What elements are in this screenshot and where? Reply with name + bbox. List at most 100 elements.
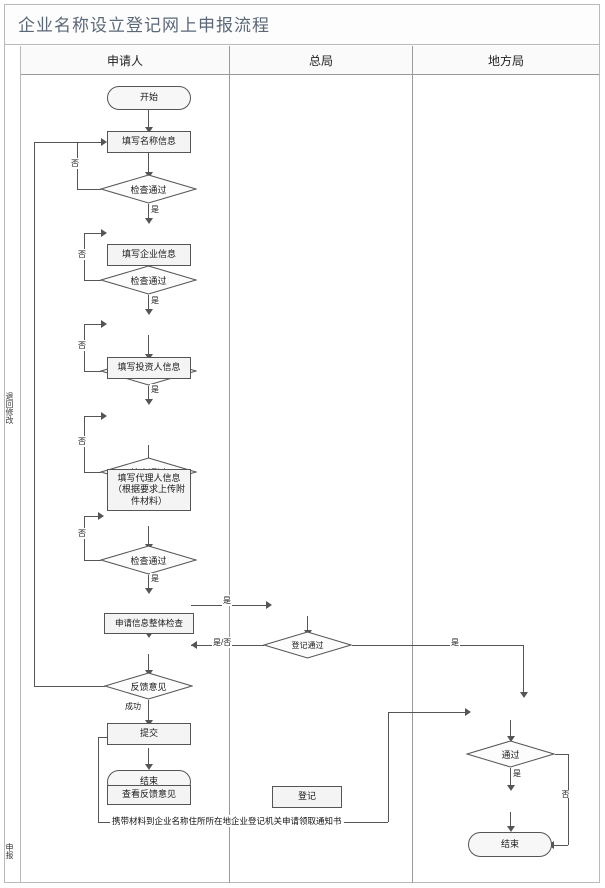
edge-check4-no-back xyxy=(84,416,102,417)
edge-pass-no-v xyxy=(568,754,569,845)
edge-check5-no-back xyxy=(84,516,99,517)
declaration-label: 申报 xyxy=(5,843,14,859)
edge-check1-no-back xyxy=(77,142,102,143)
edge-print-distribute-to-end xyxy=(510,812,511,829)
arrow-right xyxy=(101,320,107,328)
arrow-down xyxy=(507,736,515,742)
node-pass-label: 通过 xyxy=(501,749,520,760)
arrow-right xyxy=(101,412,107,420)
edge-check3-no-h xyxy=(84,371,101,372)
node-fill-enterprise-info[interactable]: 填写企业信息 xyxy=(107,244,191,266)
arrow-left xyxy=(191,641,197,649)
arrow-right xyxy=(98,512,104,520)
arrow-down xyxy=(145,588,153,594)
gutter-column xyxy=(5,46,21,883)
edge-registration-yes-h xyxy=(352,645,524,646)
edge-label-no: 否 xyxy=(77,340,87,351)
node-fill-investor-info[interactable]: 填写投资人信息 xyxy=(107,357,191,379)
node-feedback-opinion-label: 反馈意见 xyxy=(130,681,167,692)
edge-feedback-return-h xyxy=(34,686,105,687)
edge-label-yes-or-no: 是/否 xyxy=(212,637,233,648)
edge-carry-materials-tap xyxy=(98,737,108,738)
edge-check1-no-h xyxy=(77,189,101,190)
arrow-down xyxy=(145,218,153,224)
arrow-right xyxy=(465,708,471,716)
arrow-down xyxy=(145,127,153,133)
edge-feedback-success xyxy=(148,700,149,724)
edge-label-yes: 是 xyxy=(150,204,160,215)
edge-check5-no-h xyxy=(84,560,101,561)
node-check-pass-5[interactable]: 检查通过 xyxy=(100,545,197,575)
lane-header-local-bureau: 地方局 xyxy=(413,46,599,75)
title-bar xyxy=(5,5,599,45)
edge-check5-yes xyxy=(148,575,149,592)
edge-fill-investor-to-check3 xyxy=(148,335,149,357)
arrow-right xyxy=(266,601,272,609)
lane-body-applicant xyxy=(21,75,230,883)
edge-label-no: 否 xyxy=(77,528,87,539)
edge-overall-to-check5 xyxy=(148,526,149,547)
node-check-pass-5-label: 检查通过 xyxy=(130,555,167,566)
arrow-down xyxy=(507,826,515,832)
edge-check2-yes xyxy=(148,295,149,313)
page-title: 企业名称设立登记网上申报流程 xyxy=(18,16,270,35)
node-check-pass-1-label: 检查通过 xyxy=(130,184,167,195)
edge-view-feedback-down xyxy=(148,654,149,673)
edge-check1-yes xyxy=(148,204,149,222)
edge-check3-yes xyxy=(148,386,149,403)
edge-label-no: 否 xyxy=(70,158,80,169)
edge-label-yes: 是 xyxy=(512,768,522,779)
edge-label-yes: 是 xyxy=(222,595,232,606)
edge-registration-yes-v xyxy=(523,645,524,695)
node-registration-pass-label: 登记通过 xyxy=(291,640,324,650)
arrow-down xyxy=(145,764,153,770)
edge-pass-yes xyxy=(510,768,511,788)
node-pass[interactable]: 通过 xyxy=(466,740,555,768)
arrow-down xyxy=(145,632,153,638)
edge-check-materials-down xyxy=(510,720,511,739)
arrow-down xyxy=(507,785,515,791)
edge-label-carry-materials: 携带材料到企业名称住所所在地企业登记机关申请领取通知书 xyxy=(110,815,344,827)
edge-label-yes: 是 xyxy=(450,637,460,648)
edge-registration-down xyxy=(307,616,308,632)
edge-label-yes: 是 xyxy=(150,573,160,584)
arrow-down xyxy=(520,692,528,698)
lane-body-head-office xyxy=(230,75,413,883)
edge-fill-name-to-check1 xyxy=(148,153,149,175)
edge-print-to-end xyxy=(148,748,149,767)
node-fill-name-info[interactable]: 填写名称信息 xyxy=(107,131,191,153)
edge-check2-no-h xyxy=(84,280,101,281)
node-start[interactable]: 开始 xyxy=(107,86,191,110)
node-registration[interactable]: 登记 xyxy=(272,786,342,808)
node-registration-pass[interactable]: 登记通过 xyxy=(263,631,352,659)
edge-start-to-fill-name xyxy=(148,110,149,130)
edge-check4-no-h xyxy=(84,472,101,473)
edge-carry-materials-to-check xyxy=(388,712,467,713)
edge-check2-no-back xyxy=(84,233,102,234)
edge-fill-agent-to-check4 xyxy=(148,445,149,465)
edge-label-no: 否 xyxy=(77,249,87,260)
node-submit[interactable]: 提交 xyxy=(107,723,191,745)
node-check-pass-2[interactable]: 检查通过 xyxy=(100,265,197,295)
edge-pass-no-h xyxy=(555,754,568,755)
edge-check3-no-back xyxy=(84,324,102,325)
node-overall-check[interactable]: 申请信息整体检查 xyxy=(104,613,194,634)
edge-pass-no-to-end xyxy=(550,845,568,846)
edge-label-success: 成功 xyxy=(124,701,142,712)
node-view-feedback[interactable]: 查看反馈意见 xyxy=(107,785,191,805)
arrow-right xyxy=(101,229,107,237)
edge-label-yes: 是 xyxy=(150,295,160,306)
node-end-local[interactable]: 结束 xyxy=(468,832,552,857)
arrow-right xyxy=(101,138,107,146)
edge-label-yes: 是 xyxy=(150,384,160,395)
edge-return-loop-v xyxy=(34,142,35,686)
node-feedback-opinion[interactable]: 反馈意见 xyxy=(104,672,193,700)
node-check-pass-2-label: 检查通过 xyxy=(130,275,167,286)
node-fill-agent-info[interactable]: 填写代理人信息（根据要求上传附件材料） xyxy=(107,469,191,511)
edge-carry-materials-v xyxy=(98,737,99,822)
edge-return-loop-top xyxy=(34,142,77,143)
lane-header-applicant: 申请人 xyxy=(21,46,230,75)
node-check-pass-1[interactable]: 检查通过 xyxy=(100,174,197,204)
edge-carry-materials-up xyxy=(388,712,389,822)
